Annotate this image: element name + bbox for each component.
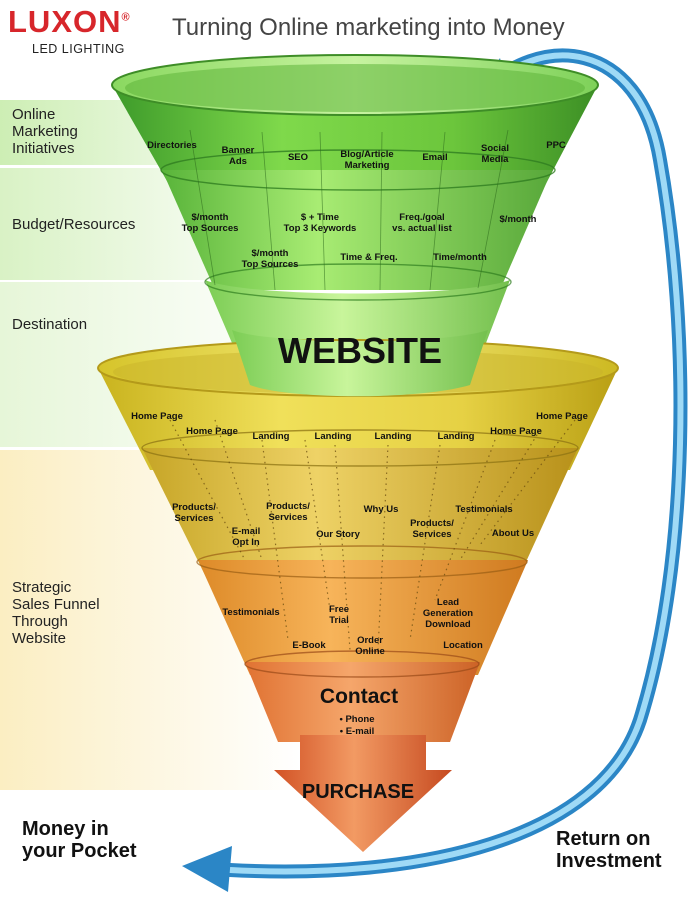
content-products-3: Products/ Services [410,518,454,540]
budget-month-ppc: $/month [499,214,537,225]
content-why-us: Why Us [363,504,399,515]
landing-1: Landing [252,431,290,442]
landing-home-page-4: Home Page [536,411,588,422]
initiative-directories: Directories [147,140,197,151]
contact-email: • E-mail [339,726,375,737]
conversion-ebook: E-Book [292,640,326,651]
conversion-free-trial: Free Trial [328,604,350,626]
initiative-banner-ads: Banner Ads [221,145,255,167]
contact-title: Contact [319,685,399,708]
initiative-social-media: Social Media [481,143,509,165]
landing-2: Landing [314,431,352,442]
label-destination: Destination [12,316,88,333]
content-products-1: Products/ Services [172,502,216,524]
content-our-story: Our Story [316,529,360,540]
conversion-testimonials: Testimonials [222,607,280,618]
logo-subtitle: LED LIGHTING [32,42,125,56]
contact-phone: • Phone [339,714,375,725]
budget-time-freq: Time & Freq. [340,252,398,263]
budget-top-sources-1: $/month Top Sources [181,212,239,234]
landing-home-page-1: Home Page [131,411,183,422]
website-label: WEBSITE [277,330,443,371]
budget-freq-goal: Freq./goal vs. actual list [392,212,452,234]
money-in-pocket-label: Money in your Pocket [22,818,137,862]
landing-home-page-2: Home Page [186,426,238,437]
conversion-location: Location [443,640,483,651]
content-email-opt-in: E-mail Opt In [231,526,261,548]
label-strategic: Strategic Sales Funnel Through Website [12,579,100,647]
initiative-email: Email [422,152,448,163]
purchase-label: PURCHASE [301,781,415,803]
content-products-2: Products/ Services [266,501,310,523]
landing-3: Landing [374,431,412,442]
content-testimonials: Testimonials [455,504,513,515]
conversion-lead-generation: Lead Generation Download [422,597,474,630]
landing-home-page-3: Home Page [490,426,542,437]
landing-4: Landing [437,431,475,442]
return-on-investment-label: Return on Investment [556,828,662,872]
initiative-ppc: PPC [546,140,566,151]
initiative-blog: Blog/Article Marketing [340,149,394,171]
logo: LUXON® [8,4,131,39]
budget-top-keywords: $ + Time Top 3 Keywords [283,212,357,234]
content-about-us: About Us [491,528,535,539]
initiative-seo: SEO [287,152,309,163]
label-initiatives: Online Marketing Initiatives [12,106,78,157]
tagline: Turning Online marketing into Money [172,14,565,41]
budget-time-month: Time/month [433,252,487,263]
conversion-order-online: Order Online [355,635,385,657]
label-budget: Budget/Resources [12,216,136,233]
budget-top-sources-2: $/month Top Sources [241,248,299,270]
